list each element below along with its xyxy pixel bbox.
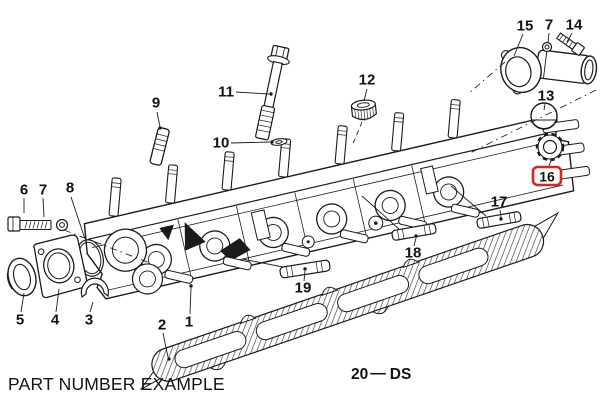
part-17-stud — [476, 211, 522, 229]
callout-8[interactable]: 8 — [66, 180, 74, 197]
callout-2[interactable]: 2 — [158, 317, 166, 334]
callout-16[interactable]: 16 — [539, 169, 555, 185]
part-15-water-neck — [500, 46, 598, 95]
callout-6[interactable]: 6 — [20, 182, 28, 199]
callout-13[interactable]: 13 — [538, 88, 555, 105]
head-face-studs — [164, 203, 480, 284]
leader-lines — [20, 32, 573, 361]
shadow-wedge — [159, 224, 174, 241]
callout-18[interactable]: 18 — [405, 245, 422, 262]
footer-caption: PART NUMBER EXAMPLE — [8, 374, 225, 394]
shadow-wedge — [184, 222, 206, 251]
callout-7-right[interactable]: 7 — [545, 17, 553, 34]
shadow-wedge — [220, 238, 251, 261]
callout-1[interactable]: 1 — [185, 314, 193, 331]
part-9-dowel — [149, 127, 170, 166]
page-code-group: 20 — [351, 366, 369, 383]
callout-9[interactable]: 9 — [152, 95, 160, 112]
part-6-bolt — [7, 216, 52, 232]
callout-11[interactable]: 11 — [218, 84, 234, 101]
callout-19[interactable]: 19 — [295, 280, 312, 297]
page-code: 20—DS — [351, 365, 412, 384]
head-top-studs — [108, 99, 461, 217]
callout-5[interactable]: 5 — [16, 312, 24, 329]
callout-7-left[interactable]: 7 — [39, 182, 47, 199]
alignment-lines — [63, 61, 597, 268]
page-code-suffix: DS — [389, 366, 412, 383]
callout-3[interactable]: 3 — [85, 312, 93, 329]
part-11-bolt — [255, 44, 290, 141]
highlight-box — [531, 165, 563, 187]
callout-14[interactable]: 14 — [566, 17, 583, 34]
page-code-separator: — — [370, 365, 386, 382]
part-5-ring — [6, 257, 37, 297]
callout-10[interactable]: 10 — [213, 135, 230, 152]
callouts: 6 7 8 9 11 10 12 15 7 14 13 17 18 19 5 4… — [16, 17, 583, 334]
part-7-washer-right — [541, 41, 553, 53]
callout-4[interactable]: 4 — [51, 312, 60, 329]
callout-15[interactable]: 15 — [517, 18, 534, 35]
part-13-core-plug — [530, 102, 558, 130]
part-14-bolt — [556, 32, 585, 56]
callout-12[interactable]: 12 — [359, 72, 376, 89]
part-1-cylinder-head — [83, 99, 591, 300]
callout-17[interactable]: 17 — [491, 194, 508, 211]
part-16-toothed-ring — [535, 132, 565, 162]
part-12-cap-nut — [350, 99, 377, 121]
part-7-washer-left — [55, 218, 69, 232]
part-2-head-gasket — [140, 211, 560, 390]
part-3-bearing-shell — [80, 277, 109, 298]
callout-16-highlight[interactable]: 16 — [531, 165, 563, 187]
